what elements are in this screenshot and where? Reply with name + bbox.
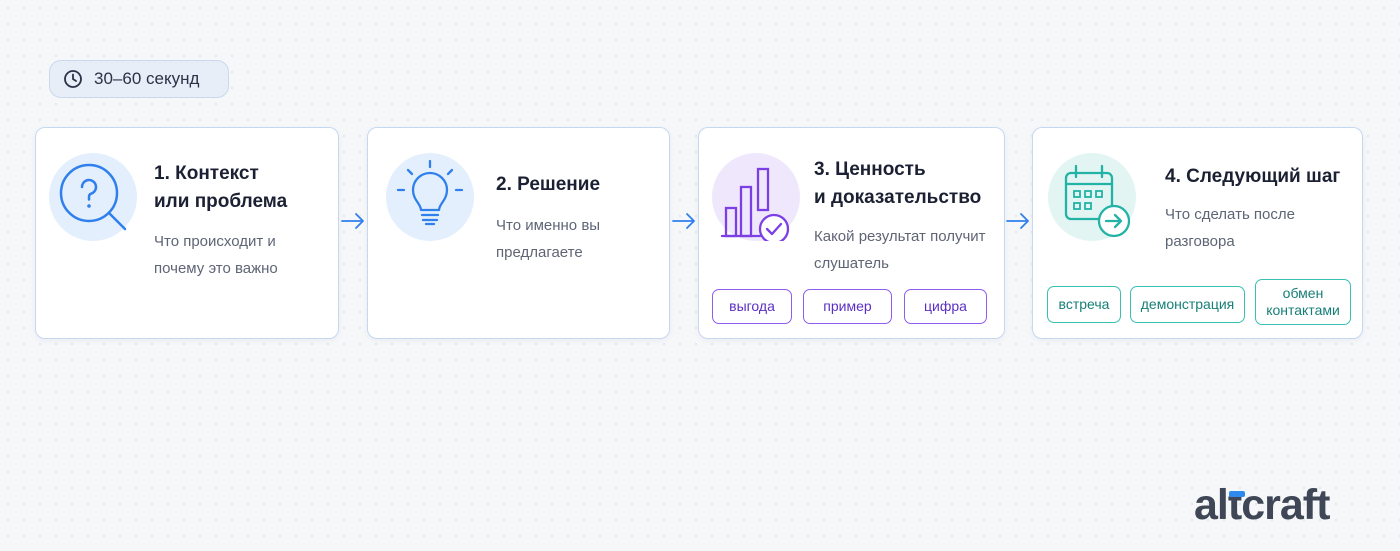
- bar-chart-check-icon: [712, 153, 800, 241]
- duration-badge: 30–60 секунд: [49, 60, 229, 98]
- tag-number: цифра: [904, 289, 987, 324]
- step-title: 4. Следующий шаг: [1165, 166, 1341, 187]
- step-description: Что сделать после разговора: [1165, 206, 1295, 250]
- calendar-arrow-icon: [1048, 153, 1136, 241]
- step-title: 2. Решение: [496, 174, 601, 195]
- step-card-solution: 2. Решение Что именно вы предлагаете: [367, 127, 670, 339]
- step-card-context: 1. Контекст или проблема Что происходит …: [35, 127, 339, 339]
- arrow-right-icon: [341, 213, 364, 229]
- duration-label: 30–60 секунд: [94, 69, 200, 88]
- clock-icon: [64, 70, 82, 88]
- step-title: 1. Контекст или проблема: [154, 163, 288, 212]
- arrow-right-icon: [1006, 213, 1029, 229]
- altcraft-logo: altcraft: [1194, 481, 1330, 529]
- step-card-next-step: 4. Следующий шаг Что сделать после разго…: [1032, 127, 1363, 339]
- step-card-value: 3. Ценность и доказательство Какой резул…: [698, 127, 1005, 339]
- question-search-icon: [49, 153, 137, 241]
- step-description: Какой результат получит слушатель: [814, 228, 986, 272]
- tag-contact-exchange: обмен контактами: [1255, 279, 1351, 325]
- arrow-right-icon: [672, 213, 695, 229]
- lightbulb-icon: [386, 153, 474, 241]
- tag-meeting: встреча: [1047, 286, 1121, 323]
- tag-demo: демонстрация: [1130, 286, 1245, 323]
- tag-example: пример: [803, 289, 892, 324]
- step-description: Что происходит и почему это важно: [154, 233, 278, 277]
- tag-benefit: выгода: [712, 289, 792, 324]
- step-description: Что именно вы предлагаете: [496, 217, 601, 261]
- step-title: 3. Ценность и доказательство: [814, 159, 982, 208]
